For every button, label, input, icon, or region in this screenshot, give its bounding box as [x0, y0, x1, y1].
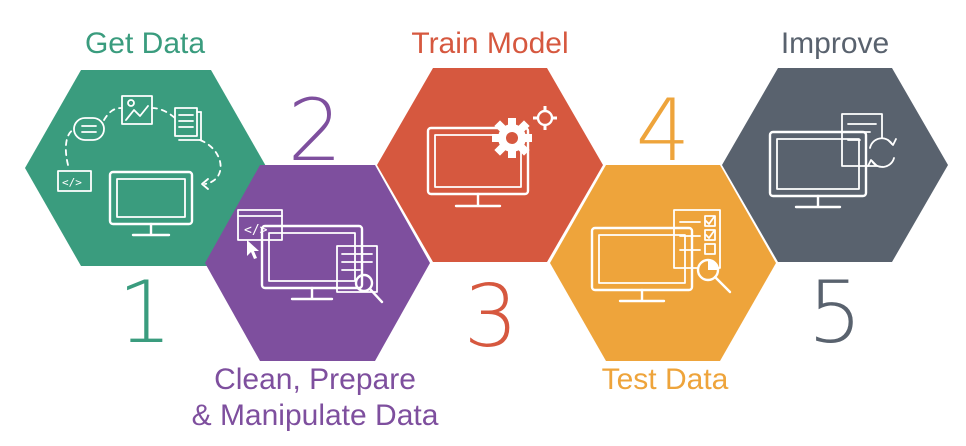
hexagon-step-1 [25, 70, 267, 266]
hexagon-step-2 [205, 165, 430, 361]
hexagon-3-shape [377, 68, 603, 262]
step-2-title-line-1: Clean, Prepare [214, 363, 416, 396]
step-3-title: Train Model [411, 27, 569, 60]
monitor-data-sources-icon: </> [57, 95, 222, 237]
monitor-checklist-magnifier-icon [590, 209, 732, 303]
step-1-title: Get Data [84, 27, 206, 60]
step-5-title: Improve [780, 27, 890, 60]
hexagon-step-3 [377, 68, 603, 262]
step-2-title-line-2: & Manipulate Data [191, 399, 439, 432]
step-1-number: 1 [117, 263, 173, 363]
hexagon-5-shape [722, 68, 948, 262]
hexagon-step-5 [722, 68, 948, 262]
monitor-refresh-document-icon [768, 113, 897, 209]
step-4-title: Test Data [601, 363, 729, 396]
step-5-number: 5 [807, 263, 863, 363]
hexagon-1-shape [25, 70, 267, 266]
hexagon-2-shape [205, 165, 430, 361]
step-2-number: 2 [287, 81, 343, 181]
svg-text:</>: </> [244, 223, 268, 238]
step-3-number: 3 [463, 267, 519, 367]
step-4-number: 4 [635, 81, 691, 181]
svg-text:</>: </> [62, 176, 82, 189]
monitor-gears-icon [426, 106, 557, 208]
monitor-code-edit-icon: </> [237, 209, 384, 304]
